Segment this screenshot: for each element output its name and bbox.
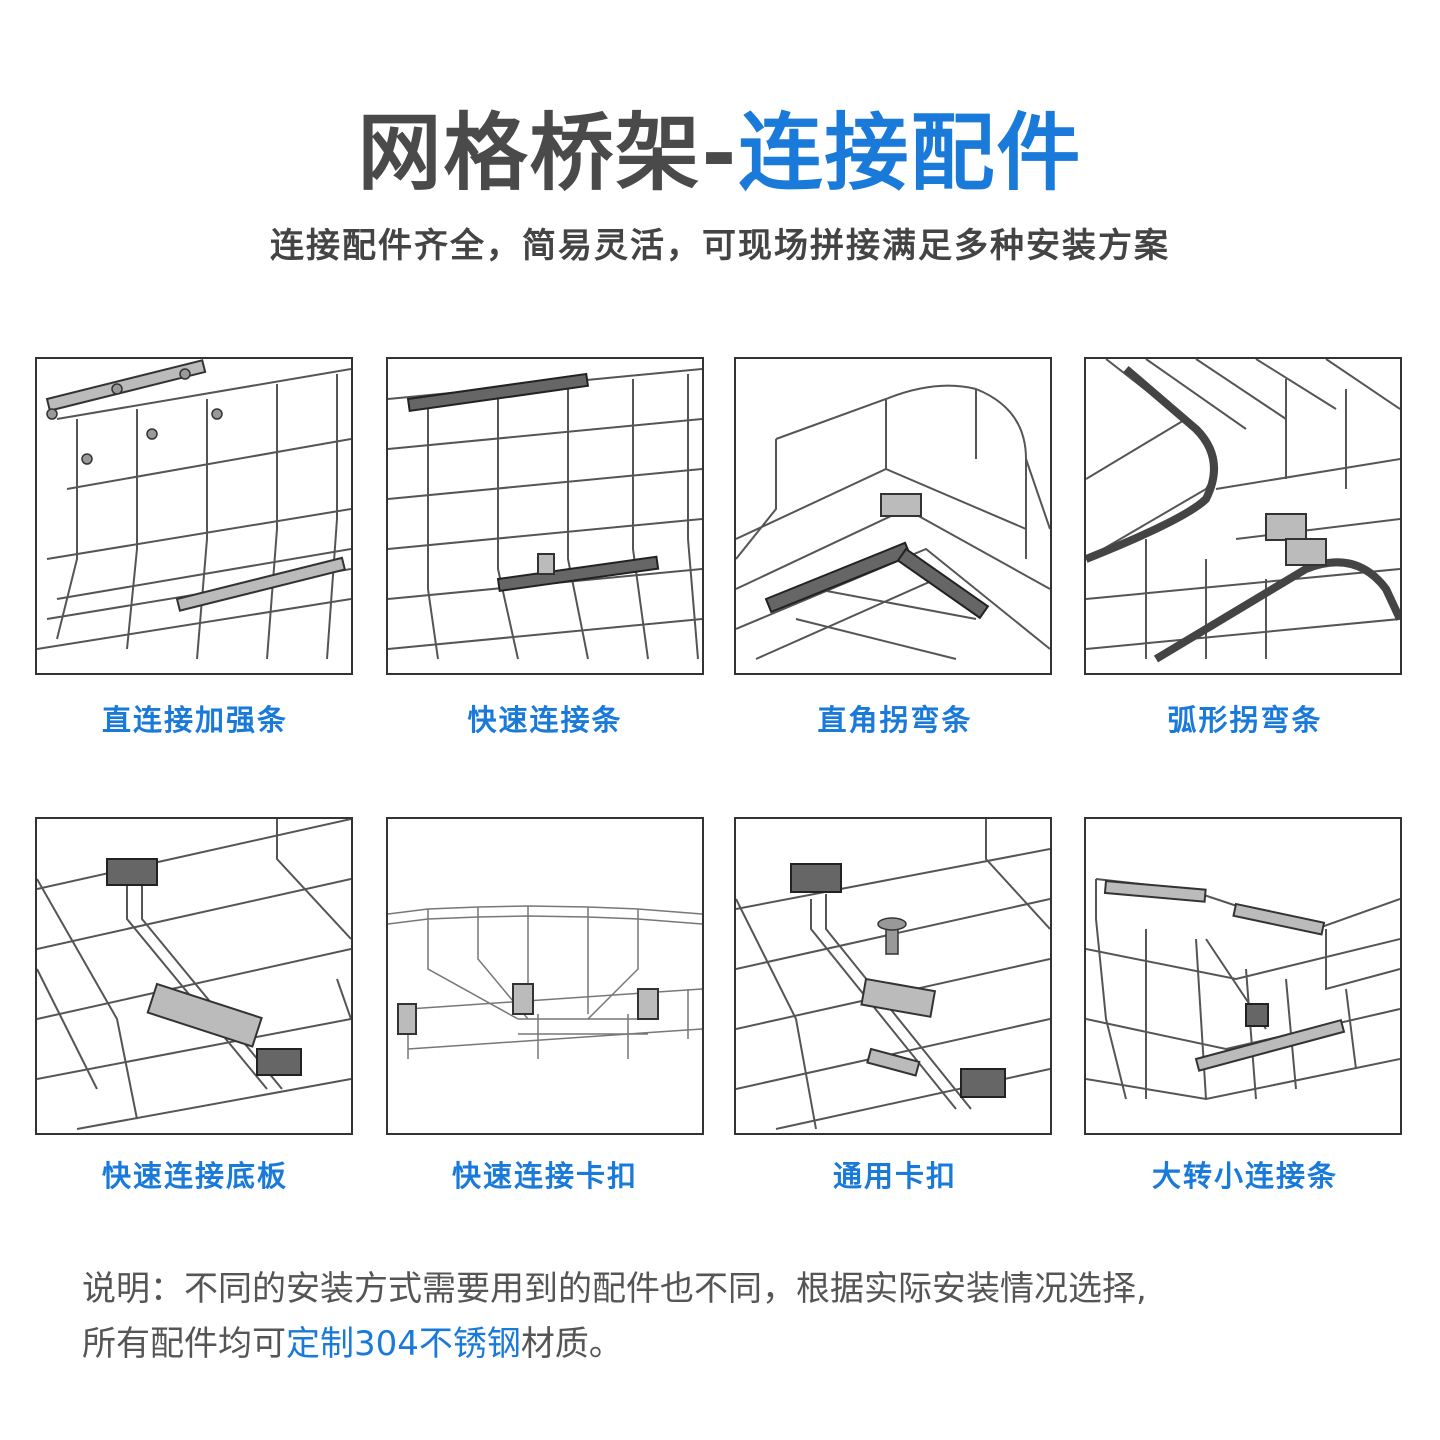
label-curved: 弧形拐弯条: [1167, 703, 1323, 737]
product-card-base-plate: [35, 817, 353, 1135]
product-card-curved: [1084, 357, 1402, 675]
label-reducer: 大转小连接条: [1151, 1159, 1338, 1193]
label-straight-strip: 直连接加强条: [101, 703, 288, 737]
product-card-right-angle: [734, 357, 1052, 675]
label-right-angle: 直角拐弯条: [817, 703, 973, 737]
right-angle-turn-strip-icon: [736, 384, 1050, 660]
quick-connect-strip-icon: [388, 368, 702, 660]
description-note: 说明：不同的安装方式需要用到的配件也不同，根据实际安装情况选择, 所有配件均可定…: [82, 1262, 1382, 1372]
page-subtitle: 连接配件齐全，简易灵活，可现场拼接满足多种安装方案: [270, 226, 1170, 266]
quick-connect-clip-icon: [388, 905, 702, 1059]
page-title: 网格桥架-连接配件: [0, 98, 1440, 208]
straight-reinforcement-strip-icon: [37, 359, 351, 660]
label-base-plate: 快速连接底板: [101, 1159, 288, 1193]
note-line2-start: 所有配件均可: [82, 1324, 286, 1364]
product-card-quick-clip: [386, 817, 704, 1135]
title-accent: 连接配件: [738, 104, 1083, 202]
label-quick-clip: 快速连接卡扣: [451, 1159, 638, 1193]
note-highlight: 定制304不锈钢: [286, 1324, 521, 1364]
product-card-reducer: [1084, 817, 1402, 1135]
quick-connect-base-plate-icon: [37, 819, 351, 1130]
label-quick-strip: 快速连接条: [467, 703, 623, 737]
universal-clip-icon: [736, 819, 1050, 1130]
reducer-connect-strip-icon: [1086, 878, 1400, 1101]
note-line1: 说明：不同的安装方式需要用到的配件也不同，根据实际安装情况选择,: [82, 1269, 1147, 1309]
curved-turn-strip-icon: [1086, 359, 1400, 663]
note-line2-end: 材质。: [520, 1324, 623, 1364]
label-universal-clip: 通用卡扣: [832, 1159, 957, 1193]
product-card-quick-strip: [386, 357, 704, 675]
product-card-universal-clip: [734, 817, 1052, 1135]
product-card-straight-strip: [35, 357, 353, 675]
title-main: 网格桥架-: [357, 104, 739, 202]
